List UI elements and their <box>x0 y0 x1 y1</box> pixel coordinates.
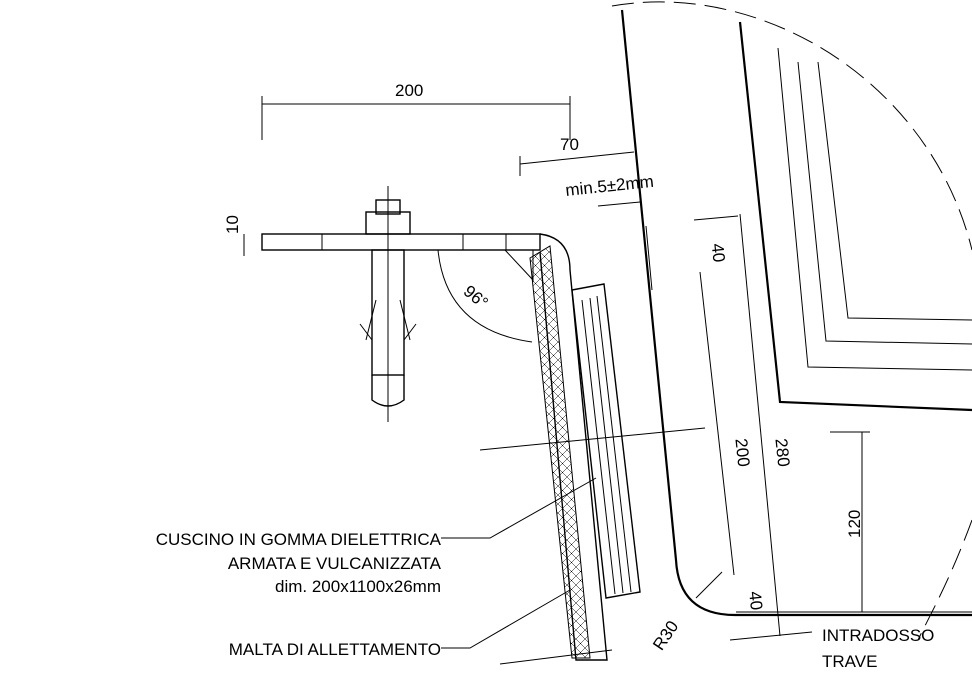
dim-10: 10 <box>223 215 242 234</box>
detail-boundary-circle <box>611 1 972 641</box>
dim-radius: R30 <box>649 617 682 653</box>
dim-280: 280 <box>771 437 793 467</box>
rubber-pad-hatch <box>529 245 591 659</box>
dim-40-bottom: 40 <box>745 590 766 611</box>
rubber-cushion <box>571 283 641 599</box>
dim-40-top: 40 <box>708 242 729 263</box>
intrados-label-line2: TRAVE <box>822 652 877 671</box>
cushion-leader <box>441 477 597 539</box>
dim-200-top: 200 <box>395 81 423 100</box>
dim-70: 70 <box>560 135 579 154</box>
intrados-label-line1: INTRADOSSO <box>822 626 934 645</box>
cushion-label-line1: CUSCINO IN GOMMA DIELETTRICA <box>156 530 442 549</box>
angle-arc <box>437 249 533 343</box>
mortar-leader <box>441 589 571 649</box>
cushion-label-line2: ARMATA E VULCANIZZATA <box>228 554 442 573</box>
dim-angle: 96° <box>460 282 492 313</box>
dim-120: 120 <box>845 510 864 538</box>
reference-tick <box>645 225 653 291</box>
beam-corner <box>738 21 972 412</box>
dimension-lines <box>243 96 870 665</box>
dim-200-vertical: 200 <box>731 437 753 467</box>
mortar-label: MALTA DI ALLETTAMENTO <box>229 640 441 659</box>
anchor-bolt <box>359 186 417 422</box>
concrete-edge-line <box>620 9 972 617</box>
cushion-label-line3: dim. 200x1100x26mm <box>275 577 441 596</box>
